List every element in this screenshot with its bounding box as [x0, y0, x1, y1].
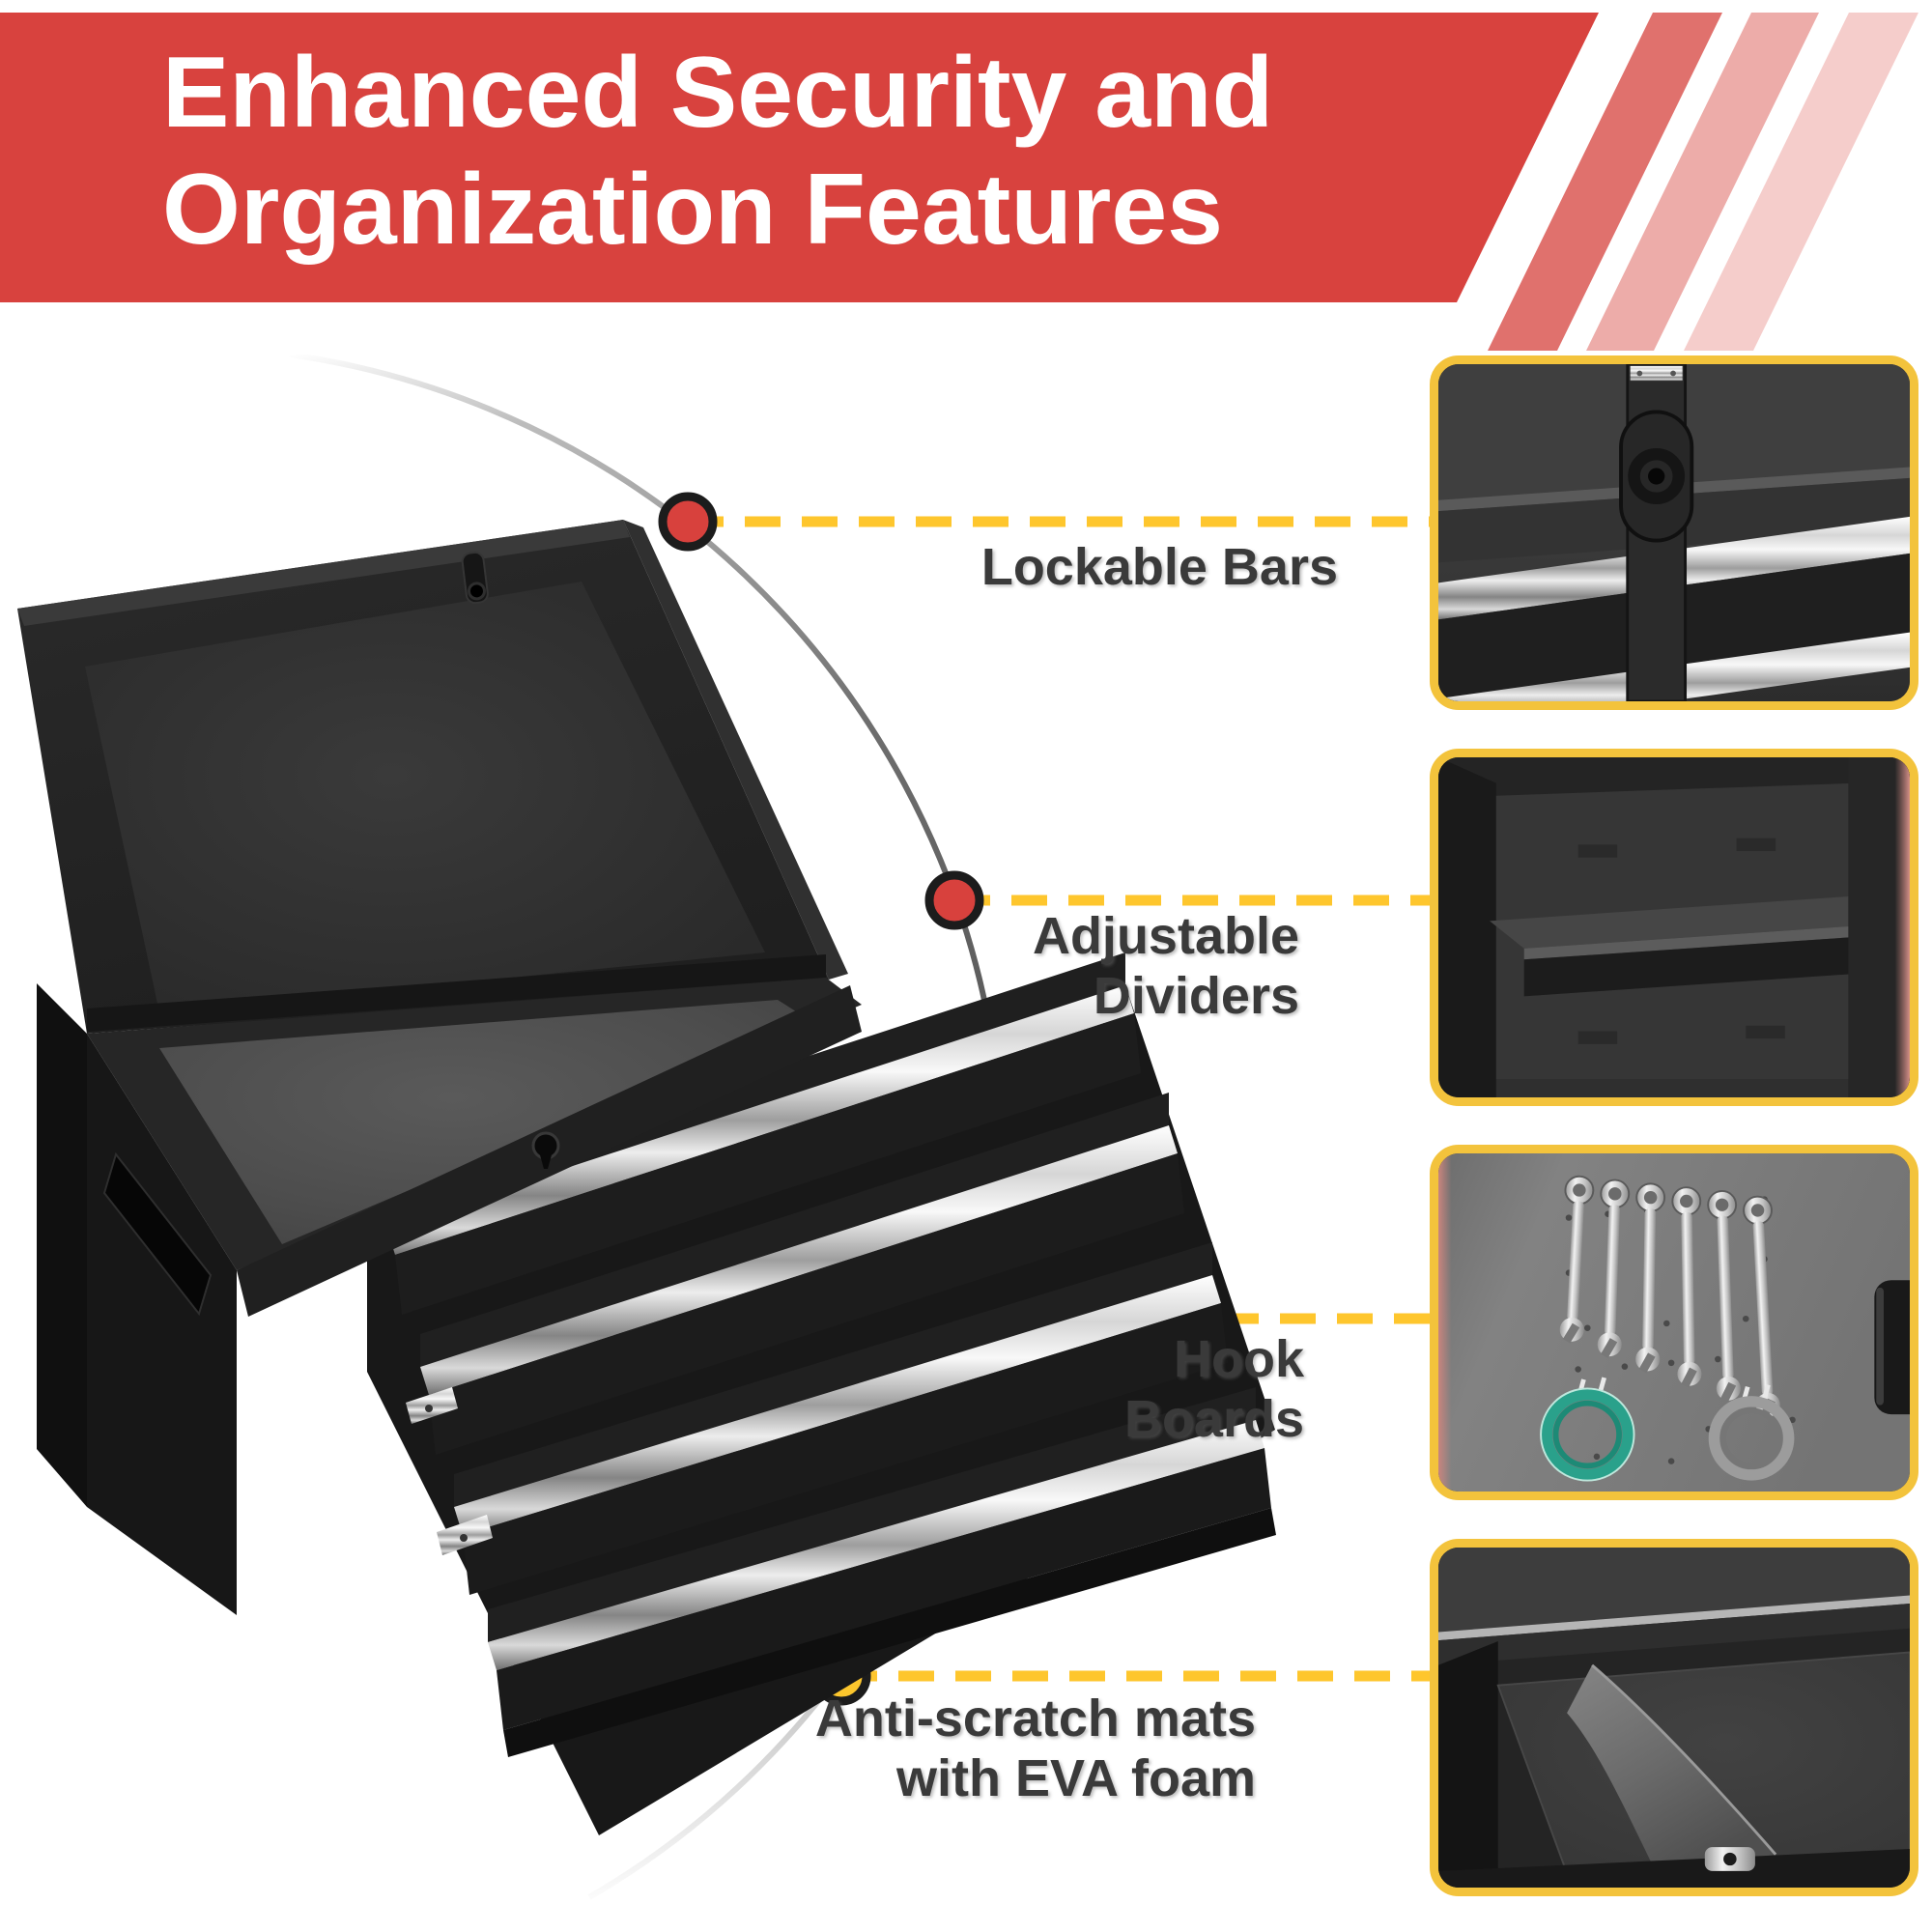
- adjustable-shelf-icon: [1490, 895, 1903, 997]
- dot-lockable-bars: [658, 492, 718, 552]
- label-hook-boards-line1: Hook: [1174, 1330, 1304, 1388]
- gray-wire-coil-icon: [1708, 1384, 1795, 1481]
- label-anti-scratch: Anti-scratch mats with EVA foam: [815, 1689, 1256, 1808]
- drawer-2: [420, 1093, 1184, 1455]
- page-title-line1: Enhanced Security and: [162, 37, 1274, 149]
- label-anti-scratch-line1: Anti-scratch mats: [814, 1690, 1256, 1747]
- label-hook-boards-line2: Boards: [1123, 1390, 1304, 1448]
- photo-lockable-bars: [1430, 355, 1918, 710]
- label-hook-boards: Hook Boards: [1124, 1329, 1304, 1449]
- label-adjustable-dividers-line1: Adjustable: [1032, 907, 1299, 965]
- eva-mat: [159, 1000, 810, 1244]
- latch-bracket-icon: [1704, 1847, 1755, 1871]
- drawer-slide-rails: [406, 1387, 493, 1555]
- cabinet-door: [1848, 757, 1910, 1097]
- drawer-4: [488, 1387, 1276, 1757]
- tool-chest-illustration: [17, 520, 1276, 1835]
- teal-wire-coil-icon: [1540, 1377, 1635, 1482]
- hook-boards-photo: [1438, 1153, 1910, 1492]
- banner-stripe-3: [1684, 13, 1918, 351]
- label-anti-scratch-line2: with EVA foam: [895, 1749, 1256, 1807]
- label-lockable-bars-line1: Lockable Bars: [980, 538, 1338, 596]
- lockable-bar-hasp-icon: [1619, 364, 1694, 701]
- anti-scratch-mat-photo: [1438, 1548, 1910, 1888]
- adjustable-dividers-photo: [1438, 757, 1910, 1097]
- hinge-icon: [1630, 365, 1683, 382]
- photo-anti-scratch-mats: [1430, 1539, 1918, 1896]
- lockable-bars-photo: [1438, 364, 1910, 701]
- lid-interior: [1438, 1548, 1910, 1633]
- lid-latch-icon: [461, 551, 489, 605]
- page-title-line2: Organization Features: [162, 154, 1223, 266]
- open-lid: [17, 520, 848, 1034]
- page-title: Enhanced Security and Organization Featu…: [162, 35, 1273, 269]
- chest-top-tray: [87, 978, 862, 1317]
- label-adjustable-dividers: Adjustable Dividers: [1033, 906, 1299, 1026]
- dot-adjustable-dividers: [924, 870, 984, 930]
- side-handle-cutout: [102, 1151, 213, 1317]
- keyhole-icon: [531, 1131, 560, 1169]
- label-adjustable-dividers-line2: Dividers: [1093, 967, 1299, 1025]
- cabinet-left-wall: [1438, 757, 1496, 1097]
- photo-hook-boards: [1430, 1145, 1918, 1500]
- photo-adjustable-dividers: [1430, 749, 1918, 1106]
- peeled-mat-corner: [1567, 1664, 1776, 1869]
- title-banner: [0, 13, 1599, 302]
- left-side-panel: [37, 983, 237, 1615]
- label-lockable-bars: Lockable Bars: [981, 537, 1338, 597]
- drawer-3: [454, 1242, 1228, 1595]
